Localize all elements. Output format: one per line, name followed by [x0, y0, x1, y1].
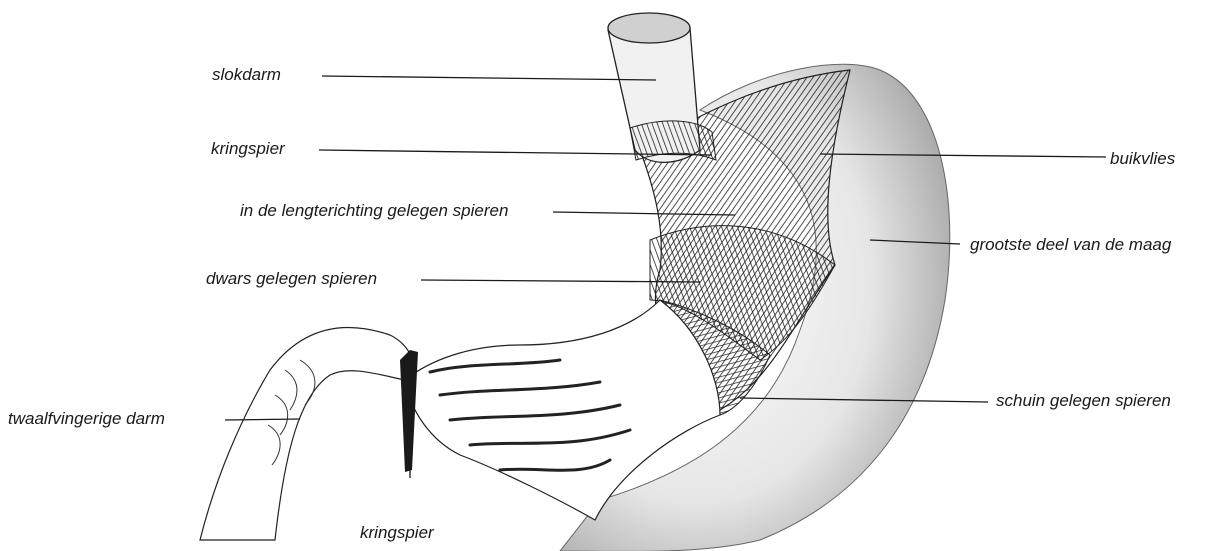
label-kringspier-top: kringspier: [211, 140, 285, 157]
duodenum: [200, 328, 412, 540]
label-twaalfvinger: twaalfvingerige darm: [8, 410, 165, 427]
label-schuin: schuin gelegen spieren: [996, 392, 1171, 409]
label-kringspier-bottom: kringspier: [360, 524, 434, 541]
label-buikvlies: buikvlies: [1110, 150, 1175, 167]
label-dwars: dwars gelegen spieren: [206, 270, 377, 287]
label-grootste: grootste deel van de maag: [970, 236, 1171, 253]
esophagus-opening: [608, 13, 690, 43]
label-lengte: in de lengterichting gelegen spieren: [240, 202, 508, 219]
label-slokdarm: slokdarm: [212, 66, 281, 83]
leader-slokdarm: [322, 76, 656, 80]
